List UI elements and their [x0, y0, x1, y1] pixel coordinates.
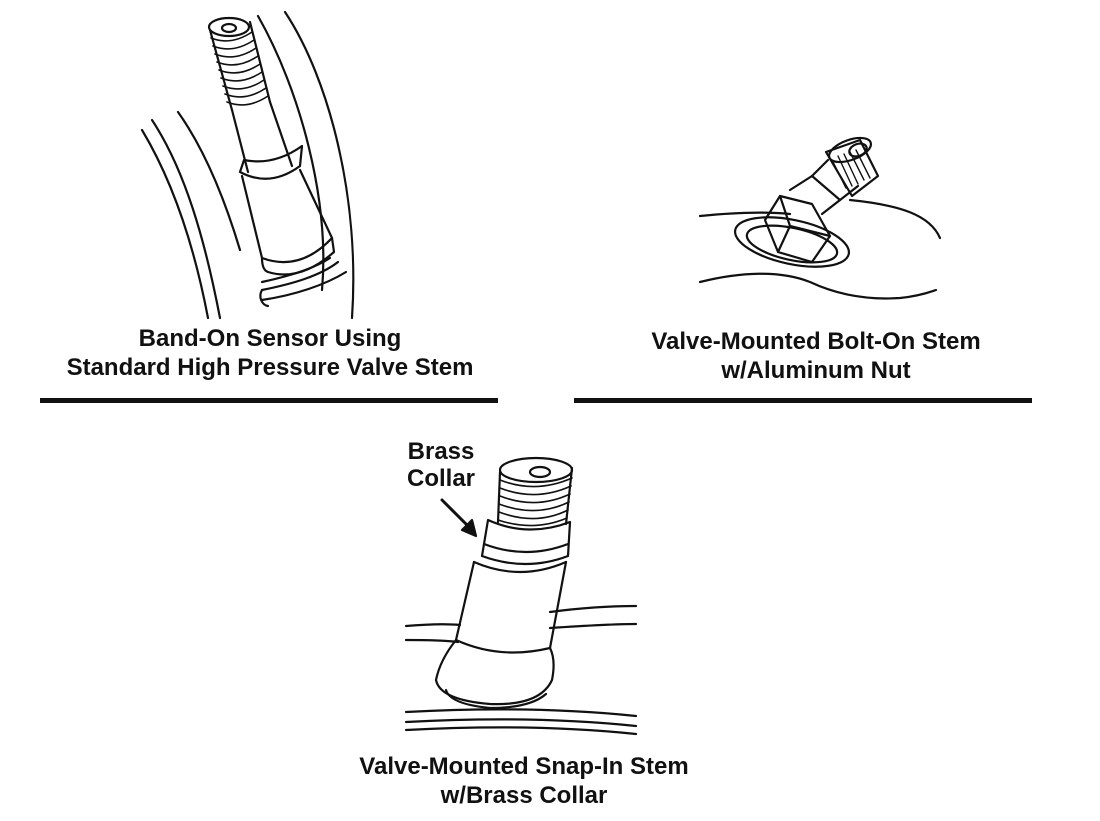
caption-line: w/Aluminum Nut	[721, 357, 911, 384]
caption-line: Band-On Sensor Using	[138, 325, 402, 352]
callout-line: Collar	[406, 465, 475, 492]
band-on-sensor-caption: Band-On Sensor Using Standard High Press…	[30, 324, 510, 382]
caption-line: w/Brass Collar	[440, 782, 608, 809]
caption-line: Valve-Mounted Bolt-On Stem	[651, 328, 981, 355]
bolt-on-stem-caption: Valve-Mounted Bolt-On Stem w/Aluminum Nu…	[566, 327, 1066, 385]
caption-line: Standard High Pressure Valve Stem	[66, 354, 474, 381]
caption-divider	[574, 398, 1032, 403]
snap-in-stem-caption: Valve-Mounted Snap-In Stem w/Brass Colla…	[274, 752, 774, 810]
brass-collar-callout: Brass Collar	[366, 438, 516, 492]
callout-line: Brass	[407, 438, 475, 465]
caption-line: Valve-Mounted Snap-In Stem	[359, 753, 689, 780]
caption-divider	[40, 398, 498, 403]
